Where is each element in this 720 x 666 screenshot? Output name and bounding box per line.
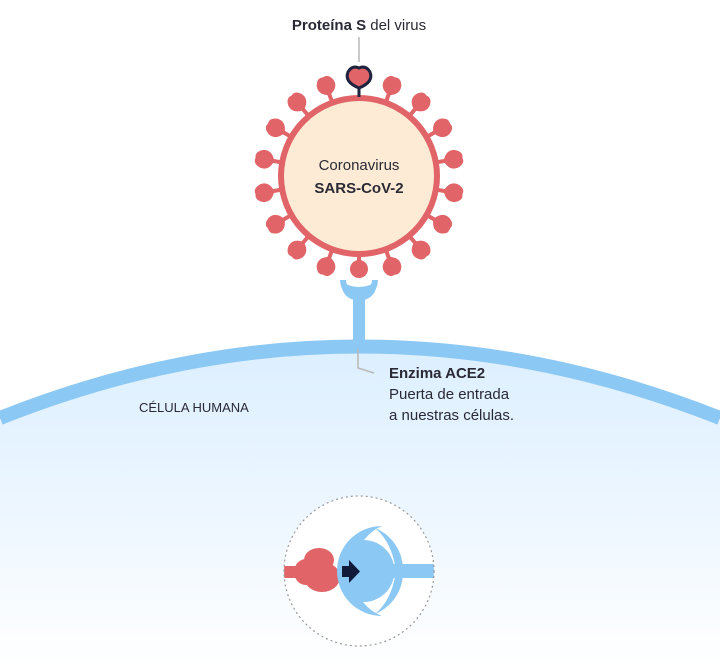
cell-label: CÉLULA HUMANA xyxy=(139,400,249,415)
docked-spike-head xyxy=(350,260,368,278)
receptor-cup-body xyxy=(341,281,377,301)
enzyme-leader-line xyxy=(357,349,375,374)
virus-spike-head xyxy=(411,92,431,112)
virus-name-line1: Coronavirus xyxy=(319,157,400,174)
virus-spike-head xyxy=(433,214,453,234)
spike-protein-rest: del virus xyxy=(366,17,426,34)
virus-spike-head xyxy=(254,183,275,203)
spike-head xyxy=(345,65,373,90)
virus-envelope xyxy=(278,95,440,257)
arrow-head xyxy=(349,560,360,583)
coronavirus-icon xyxy=(254,75,464,278)
virus-spike-docked xyxy=(350,252,368,278)
virus-spike-head xyxy=(316,256,336,277)
virus-spike-head xyxy=(316,75,336,96)
spike-protein-highlight xyxy=(345,37,373,97)
virus-spike-head xyxy=(287,92,307,112)
virus-spike-head xyxy=(411,240,431,260)
enzyme-title: Enzima ACE2 xyxy=(389,365,485,382)
virus-spike-head xyxy=(433,118,453,138)
spike-protein-bold: Proteína S xyxy=(292,17,366,34)
enzyme-desc-line2: a nuestras células. xyxy=(389,407,514,424)
zoom-spike-protein xyxy=(284,548,340,592)
enzyme-desc-line1: Puerta de entrada xyxy=(389,386,510,403)
virus-spike-head xyxy=(443,183,464,203)
virus-spike-head xyxy=(265,214,285,234)
arrow-right-icon xyxy=(342,560,360,583)
receptor-stalk xyxy=(353,298,365,350)
ace2-receptor-icon xyxy=(340,280,378,350)
virus-name-line2: SARS-CoV-2 xyxy=(314,180,403,197)
zoom-spike-lobe-mid xyxy=(294,559,318,585)
zoom-receptor-cup-fill xyxy=(375,528,404,614)
virus-spike-head xyxy=(443,149,464,169)
virus-spike-head xyxy=(254,149,275,169)
zoom-receptor-cup xyxy=(337,526,395,616)
virus-spike-head xyxy=(382,256,402,277)
virus-spike-head xyxy=(382,75,402,96)
arrow-shaft xyxy=(342,566,350,577)
virus-spike-head xyxy=(287,240,307,260)
zoom-receptor xyxy=(337,526,434,616)
zoom-circle-border xyxy=(283,495,435,647)
spike-protein-label: Proteína S del virus xyxy=(292,17,426,34)
docked-spike-stem xyxy=(357,252,361,264)
virus-spike-head xyxy=(265,118,285,138)
zoom-detail xyxy=(283,495,435,647)
